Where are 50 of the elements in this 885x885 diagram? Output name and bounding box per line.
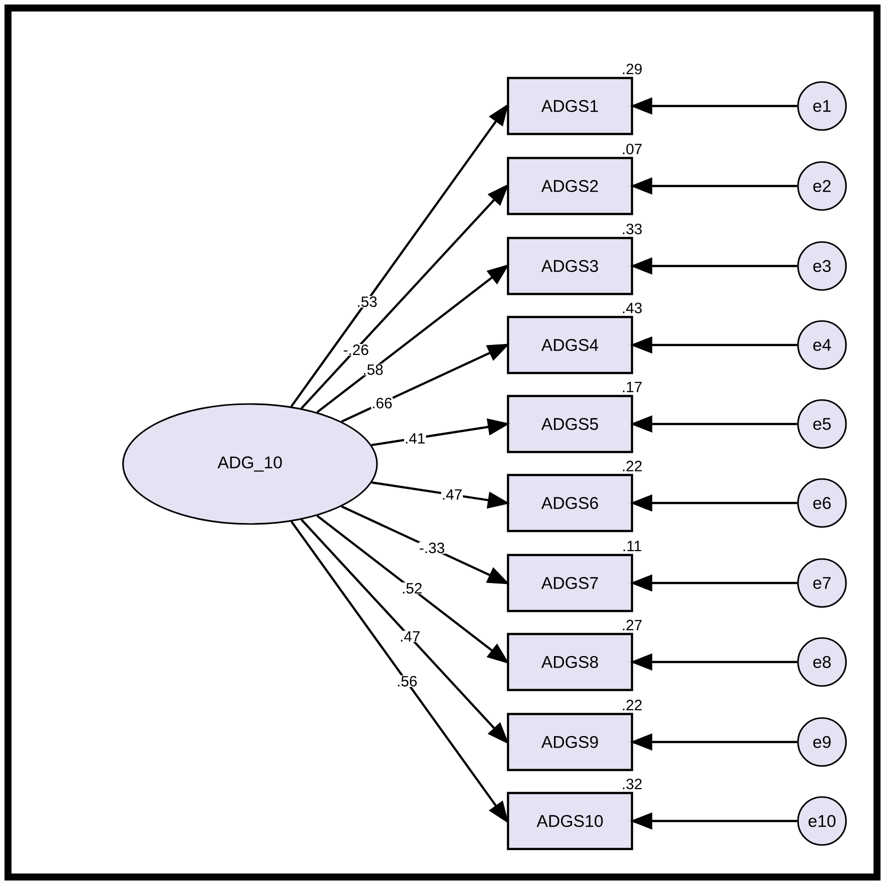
r-squared-label: .27 — [622, 620, 642, 630]
arrow — [630, 416, 798, 432]
arrow — [290, 520, 509, 824]
arrow — [316, 514, 510, 664]
arrow — [370, 481, 510, 508]
arrow — [630, 734, 798, 750]
arrow — [630, 336, 798, 354]
arrow — [370, 418, 510, 446]
r-squared-label: .32 — [622, 778, 642, 790]
edge-label: -.33 — [418, 542, 446, 554]
arrow — [340, 344, 510, 423]
r-squared-label: .22 — [622, 700, 642, 710]
arrow — [300, 518, 509, 744]
arrow — [340, 505, 510, 584]
observed-variable-box: ADGS2 — [506, 156, 634, 216]
r-squared-label: .29 — [622, 64, 642, 74]
r-squared-label: .07 — [622, 144, 642, 154]
arrow — [630, 574, 798, 592]
edge-label: .56 — [396, 675, 418, 687]
r-squared-label: .33 — [622, 224, 642, 234]
edge-label: .66 — [371, 397, 393, 409]
r-squared-label: .22 — [622, 460, 642, 472]
edge-label: .58 — [362, 364, 384, 376]
observed-variable-box: ADGS8 — [506, 632, 634, 692]
edge-label: .47 — [399, 630, 421, 642]
observed-variable-box: ADGS5 — [506, 394, 634, 454]
r-squared-label: .11 — [624, 540, 642, 552]
arrow — [316, 264, 510, 414]
arrow — [630, 178, 798, 194]
arrow — [630, 98, 798, 114]
observed-variable-box: ADGS9 — [506, 712, 634, 772]
observed-variable-box: ADGS10 — [506, 792, 634, 850]
observed-variable-box: ADGS6 — [506, 474, 634, 532]
observed-variable-box: ADGS1 — [506, 76, 634, 136]
edge-label: .52 — [401, 582, 423, 594]
edge-label: -.26 — [342, 344, 370, 356]
observed-variable-box: ADGS4 — [506, 316, 634, 374]
arrow — [630, 258, 798, 274]
r-squared-label: .17 — [622, 382, 642, 392]
edge-label: .53 — [356, 296, 378, 308]
arrow — [630, 654, 798, 670]
arrow — [630, 494, 798, 512]
r-squared-label: .43 — [622, 302, 642, 314]
observed-variable-box: ADGS3 — [506, 236, 634, 296]
edge-label: .47 — [441, 488, 463, 500]
arrow — [630, 812, 798, 830]
arrow — [290, 104, 509, 408]
arrow — [300, 184, 509, 410]
observed-variable-box: ADGS7 — [506, 554, 634, 612]
edge-label: .41 — [404, 432, 426, 444]
